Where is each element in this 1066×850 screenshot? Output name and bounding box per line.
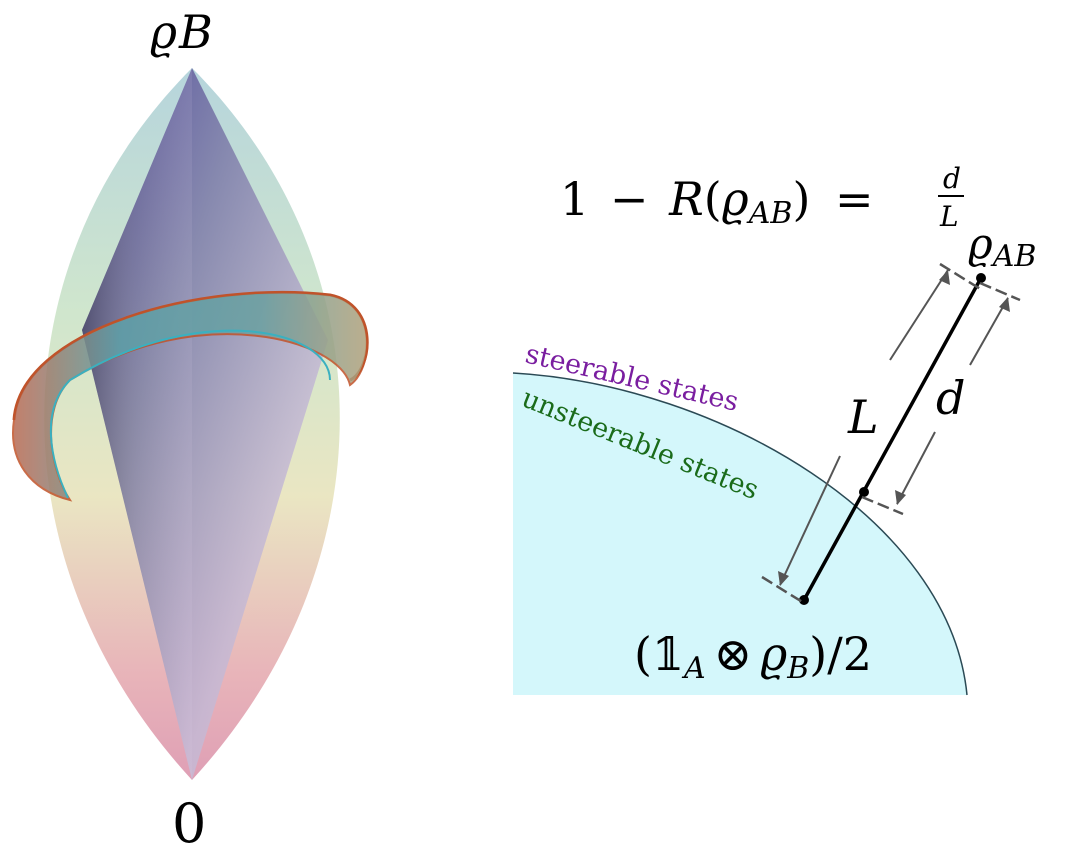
steering-diagram: 1 − R(ϱAB) = d L steerable states unstee… [512,162,1036,696]
rho-ab-point [976,273,986,283]
robustness-formula: 1 − R(ϱAB) = [560,172,874,231]
lens-bottom-label: 0 [172,792,206,850]
lens-shape-figure: ϱB 0 [12,5,369,850]
formula-fraction-denominator: L [939,200,959,233]
center-point [799,595,809,605]
length-d-dimension: d [861,281,1021,516]
length-L-dimension: L [761,262,983,605]
ring-band [12,291,369,502]
length-L-label: L [847,390,879,444]
ring-inner-edge [50,329,331,499]
cone-shading [82,68,192,780]
lens-top-label: ϱB [150,5,213,59]
unsteerable-region-boundary [512,372,968,696]
unsteerable-region [513,373,967,695]
formula-fraction-numerator: d [943,162,961,195]
rho-ab-label: ϱAB [968,219,1036,274]
maximally-mixed-label: (𝟙A⊗ϱB)/2 [634,627,872,686]
boundary-point [859,487,869,497]
state-distance-line [802,277,983,601]
length-d-label: d [936,371,965,425]
